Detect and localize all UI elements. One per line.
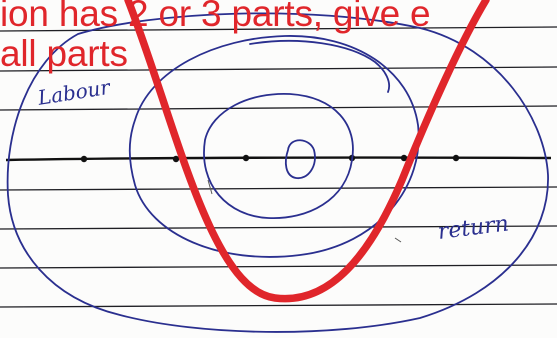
axis-dot: [172, 155, 180, 163]
red-u-curve: [124, 0, 490, 303]
axis-line: [5, 156, 552, 162]
axis-dot: [452, 154, 460, 162]
center-contour: [284, 139, 316, 179]
inner-contour: [203, 93, 354, 219]
ruled-line: [0, 303, 557, 308]
stray-mark: [207, 179, 213, 195]
stray-mark: [394, 237, 402, 243]
red-overlay-caption: ion has 2 or 3 parts, give e all parts: [0, 0, 431, 74]
outer-contour: [6, 12, 549, 333]
ruled-line: [0, 66, 557, 72]
ruled-line: [0, 225, 557, 230]
axis-dot: [242, 154, 250, 162]
contour-loops: [6, 12, 549, 333]
middle-contour: [128, 35, 420, 258]
axis-dots: [80, 154, 460, 163]
axis-dot: [400, 154, 408, 162]
ruled-line: [0, 186, 557, 191]
stray-marks: [207, 179, 402, 243]
axis-dot: [80, 155, 88, 163]
ruled-line: [0, 105, 557, 111]
ruled-line: [0, 264, 557, 269]
caption-line-1: ion has 2 or 3 parts, give e: [0, 0, 431, 34]
caption-line-2: all parts: [0, 33, 128, 74]
middle-contour-overlap: [249, 40, 390, 93]
